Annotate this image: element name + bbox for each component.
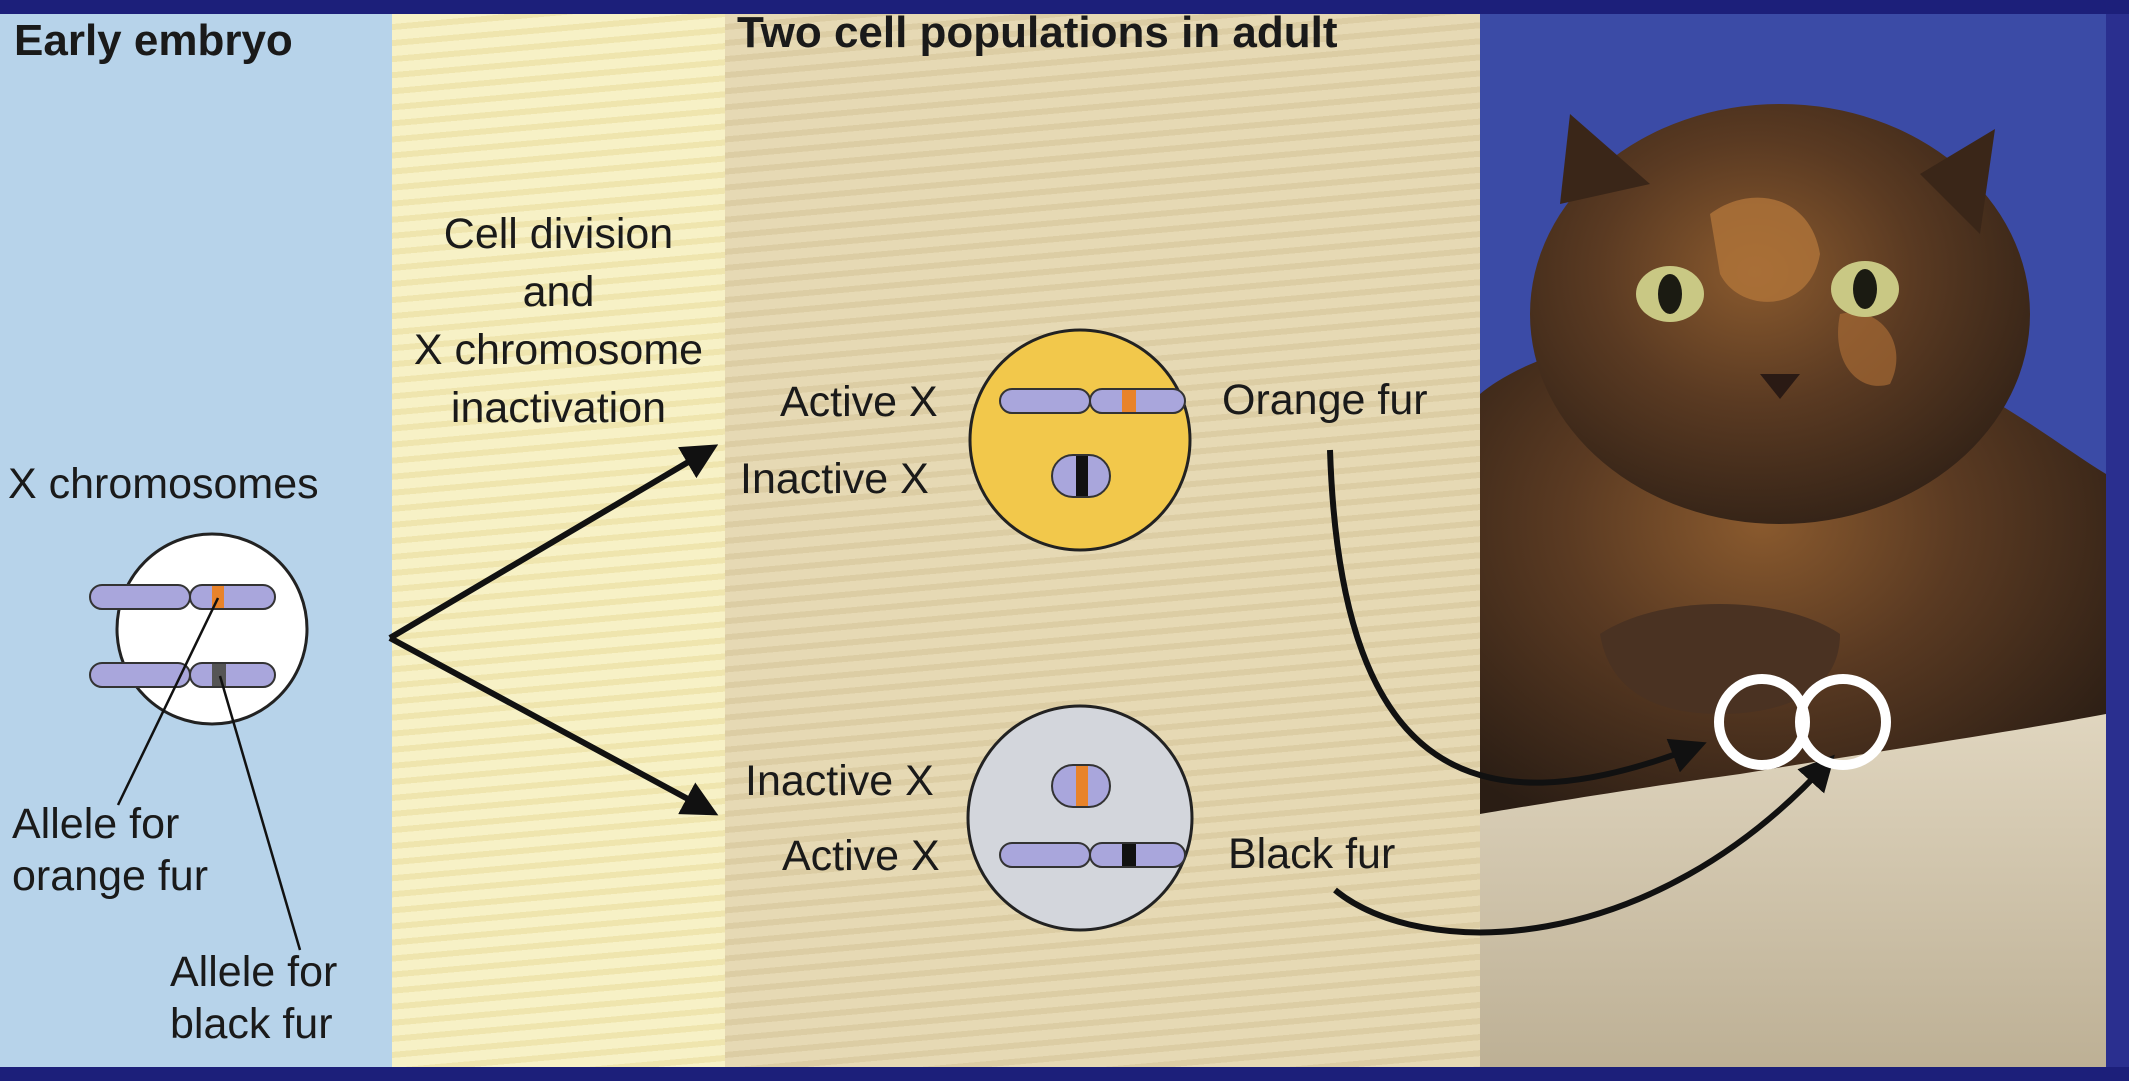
black-cell-inactive-x-label: Inactive X: [745, 757, 934, 806]
black-cell-active-x-label: Active X: [782, 832, 940, 881]
orange-fur-label: Orange fur: [1222, 376, 1428, 425]
process-label-line2: and: [392, 268, 725, 317]
allele-black-label-line2: black fur: [170, 1000, 333, 1049]
right-border-strip: [2106, 14, 2129, 1067]
allele-orange-label-line2: orange fur: [12, 852, 208, 901]
adult-cells-panel: [725, 14, 1480, 1067]
allele-black-label-line1: Allele for: [170, 948, 337, 997]
cell-division-panel: [392, 14, 725, 1067]
process-label-line4: inactivation: [392, 384, 725, 433]
process-label-line1: Cell division: [392, 210, 725, 259]
allele-orange-label-line1: Allele for: [12, 800, 179, 849]
early-embryo-panel: [0, 14, 392, 1067]
orange-cell-active-x-label: Active X: [780, 378, 938, 427]
orange-cell-inactive-x-label: Inactive X: [740, 455, 929, 504]
process-label-line3: X chromosome: [392, 326, 725, 375]
tortoiseshell-cat-photo: [1480, 14, 2106, 1067]
black-fur-label: Black fur: [1228, 830, 1395, 879]
x-chromosomes-label: X chromosomes: [8, 460, 319, 509]
adult-cells-title: Two cell populations in adult: [737, 8, 1338, 58]
early-embryo-title: Early embryo: [14, 16, 293, 66]
